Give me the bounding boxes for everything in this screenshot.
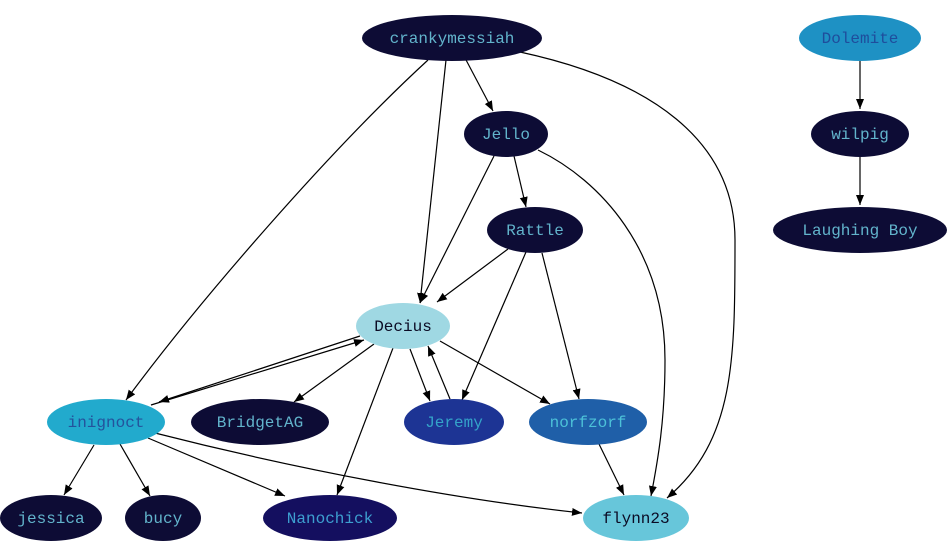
node-dolemite[interactable]: Dolemite bbox=[799, 15, 921, 61]
node-label-norfzorf: norfzorf bbox=[550, 414, 627, 432]
edge-inignoct-to-nanochick bbox=[147, 437, 286, 497]
node-shape-bridgetag bbox=[191, 399, 329, 445]
node-norfzorf[interactable]: norfzorf bbox=[529, 399, 647, 445]
node-wilpig[interactable]: wilpig bbox=[811, 111, 909, 157]
node-label-dolemite: Dolemite bbox=[822, 30, 899, 48]
node-inignoct[interactable]: inignoct bbox=[47, 399, 165, 445]
node-bridgetag[interactable]: BridgetAG bbox=[191, 399, 329, 445]
node-shape-decius bbox=[356, 303, 450, 349]
node-crankymessiah[interactable]: crankymessiah bbox=[362, 15, 542, 61]
node-shape-jeremy bbox=[404, 399, 504, 445]
edge-jeremy-to-decius bbox=[427, 345, 451, 400]
node-shape-inignoct bbox=[47, 399, 165, 445]
edge-inignoct-to-bucy bbox=[119, 443, 151, 497]
node-label-inignoct: inignoct bbox=[68, 414, 145, 432]
edge-inignoct-to-jessica bbox=[63, 444, 95, 496]
node-shape-wilpig bbox=[811, 111, 909, 157]
edge-decius-to-nanochick bbox=[336, 347, 394, 496]
edge-decius-to-bridgetag bbox=[293, 343, 375, 403]
edge-decius-to-jeremy bbox=[409, 348, 431, 402]
edge-rattle-to-jeremy bbox=[461, 251, 527, 401]
edge-jello-to-flynn23 bbox=[537, 149, 666, 497]
node-shape-norfzorf bbox=[529, 399, 647, 445]
node-label-decius: Decius bbox=[374, 318, 432, 336]
node-shape-crankymessiah bbox=[362, 15, 542, 61]
node-label-flynn23: flynn23 bbox=[602, 510, 669, 528]
node-label-rattle: Rattle bbox=[506, 222, 564, 240]
node-shape-flynn23 bbox=[583, 495, 689, 541]
node-shape-laughingboy bbox=[773, 207, 947, 253]
edge-inignoct-to-flynn23 bbox=[154, 432, 583, 516]
node-label-crankymessiah: crankymessiah bbox=[390, 30, 515, 48]
edge-inignoct-to-decius bbox=[150, 339, 365, 406]
edge-norfzorf-to-flynn23 bbox=[598, 443, 625, 496]
node-label-jello: Jello bbox=[482, 126, 530, 144]
node-nanochick[interactable]: Nanochick bbox=[263, 495, 397, 541]
node-flynn23[interactable]: flynn23 bbox=[583, 495, 689, 541]
edge-rattle-to-norfzorf bbox=[541, 252, 581, 400]
node-label-jessica: jessica bbox=[17, 510, 85, 528]
node-rattle[interactable]: Rattle bbox=[487, 207, 583, 253]
node-label-bucy: bucy bbox=[144, 510, 183, 528]
node-shape-nanochick bbox=[263, 495, 397, 541]
node-shape-jessica bbox=[0, 495, 102, 541]
node-bucy[interactable]: bucy bbox=[125, 495, 201, 541]
node-jessica[interactable]: jessica bbox=[0, 495, 102, 541]
node-label-wilpig: wilpig bbox=[831, 126, 889, 144]
node-laughingboy[interactable]: Laughing Boy bbox=[773, 207, 947, 253]
edge-crankymessiah-to-decius bbox=[417, 59, 447, 304]
node-label-jeremy: Jeremy bbox=[425, 414, 483, 432]
edge-decius-to-inignoct bbox=[158, 335, 361, 403]
node-label-laughingboy: Laughing Boy bbox=[802, 222, 918, 240]
edge-jello-to-decius bbox=[419, 155, 495, 304]
node-label-bridgetag: BridgetAG bbox=[217, 414, 303, 432]
edges-layer bbox=[63, 51, 864, 516]
node-label-nanochick: Nanochick bbox=[287, 510, 373, 528]
edge-jello-to-rattle bbox=[513, 155, 528, 208]
edge-crankymessiah-to-jello bbox=[464, 57, 494, 112]
node-shape-bucy bbox=[125, 495, 201, 541]
node-decius[interactable]: Decius bbox=[356, 303, 450, 349]
node-jeremy[interactable]: Jeremy bbox=[404, 399, 504, 445]
node-shape-rattle bbox=[487, 207, 583, 253]
edge-decius-to-norfzorf bbox=[439, 340, 551, 405]
node-jello[interactable]: Jello bbox=[464, 111, 548, 157]
edge-rattle-to-decius bbox=[436, 248, 509, 303]
node-shape-dolemite bbox=[799, 15, 921, 61]
edge-crankymessiah-to-inignoct bbox=[125, 59, 429, 401]
node-shape-jello bbox=[464, 111, 548, 157]
edge-crankymessiah-to-flynn23 bbox=[519, 51, 736, 499]
